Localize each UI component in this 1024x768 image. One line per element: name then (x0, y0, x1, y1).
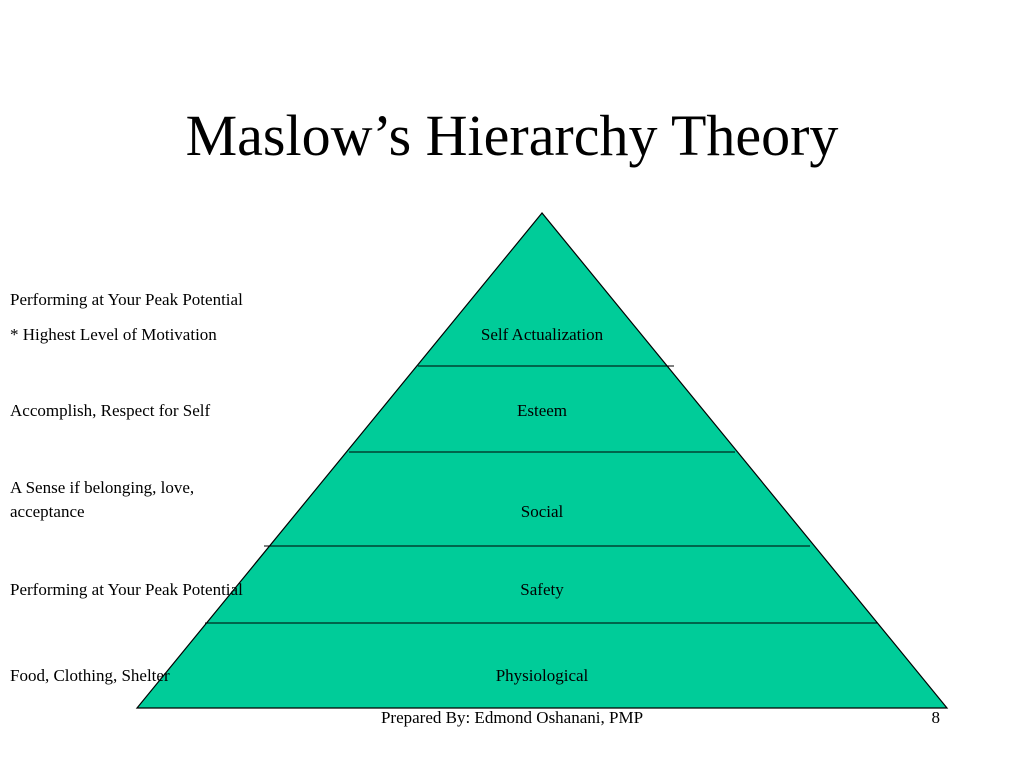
footer-prepared-by: Prepared By: Edmond Oshanani, PMP (380, 708, 644, 727)
description-safety: Performing at Your Peak Potential (10, 580, 243, 599)
description-respect: Accomplish, Respect for Self (10, 401, 211, 420)
level-self-actualization: Self Actualization (480, 325, 604, 344)
page-number: 8 (931, 708, 941, 727)
description-acceptance: acceptance (10, 502, 85, 521)
description-highest-motivation: * Highest Level of Motivation (10, 325, 217, 344)
pyramid-shape (135, 212, 949, 709)
level-physiological: Physiological (495, 666, 589, 685)
slide-title: Maslow’s Hierarchy Theory (185, 103, 839, 168)
description-belonging: A Sense if belonging, love, (10, 478, 195, 497)
level-esteem: Esteem (516, 401, 568, 420)
description-peak-potential: Performing at Your Peak Potential (10, 290, 243, 309)
level-social: Social (520, 502, 564, 521)
description-basic-needs: Food, Clothing, Shelter (10, 666, 170, 685)
level-safety: Safety (520, 580, 564, 599)
